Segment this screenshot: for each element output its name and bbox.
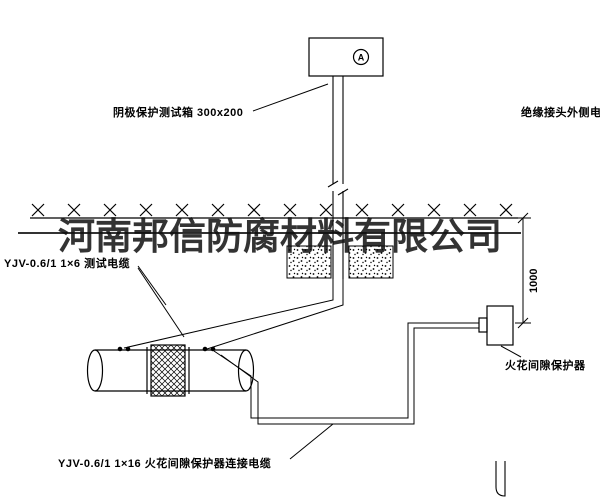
leader-lines (137, 83, 522, 460)
conduit-pole (327, 76, 349, 279)
test-box (308, 37, 384, 77)
connection-cable-label: YJV-0.6/1 1×16 火花间隙保护器连接电缆 (58, 458, 272, 470)
meter-letter: A (358, 53, 365, 63)
spark-gap-cables (213, 322, 479, 425)
test-box-label: 阴极保护测试箱 300x200 (113, 107, 244, 119)
cable-terminals (117, 346, 216, 352)
pipeline (86, 344, 255, 397)
spark-gap-protector (478, 305, 514, 346)
dimension-1000 (515, 212, 531, 329)
test-cable-label: YJV-0.6/1 1×6 测试电缆 (4, 258, 131, 270)
concrete-footings (286, 245, 394, 279)
test-cables (123, 279, 344, 350)
ground-line (30, 203, 518, 219)
dimension-text: 1000 (528, 269, 540, 293)
insulated-joint-outer-cable-label: 绝缘接头外侧电缆 (521, 107, 600, 119)
meter-dial-icon (352, 48, 370, 66)
hook-symbol (495, 461, 506, 497)
spark-gap-protector-label: 火花间隙保护器 (505, 360, 586, 372)
insulating-joint (150, 344, 186, 397)
